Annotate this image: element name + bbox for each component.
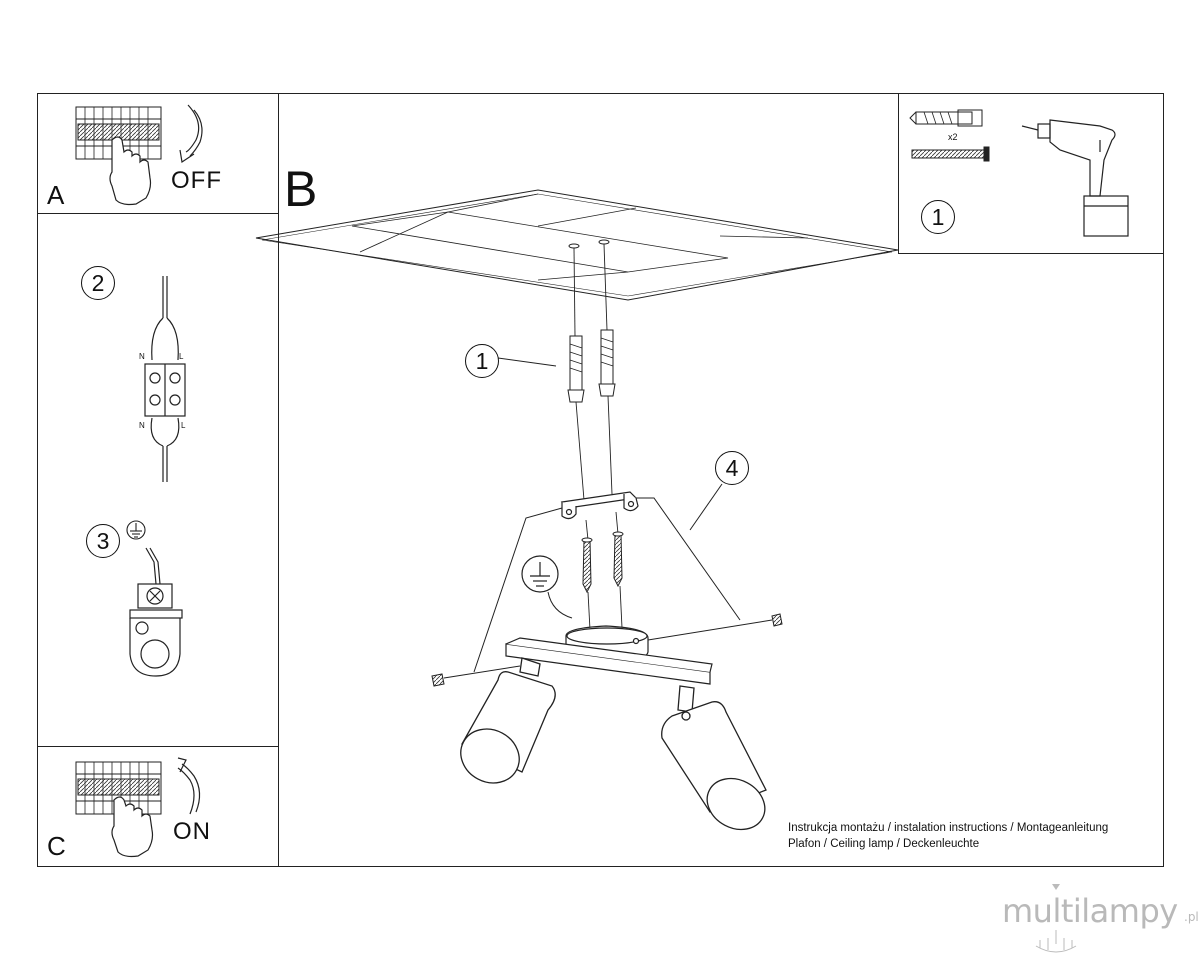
hardware-quantity: x2 [948,132,958,142]
drill-icon [1021,119,1129,237]
earth-symbol-icon [521,555,559,593]
callout-leaders [497,357,723,531]
panel-tools-frame [898,93,1164,254]
wall-plugs [567,329,616,403]
brand-chandelier-icon [1035,930,1077,953]
brand-name: multilampy [1002,892,1178,930]
ceiling-panel [255,189,899,301]
earth-wire [547,591,573,619]
wall-plug-icon [909,109,983,127]
earth-terminal-icon [129,547,183,677]
brand-tld: .pl [1184,910,1199,924]
curved-arrow-down-icon [179,104,203,164]
connector-wiring-icon [144,276,186,482]
side-screws [431,613,783,687]
brand-pendant-icon [1052,884,1060,890]
canopy-projection [473,497,741,673]
earth-symbol-small-icon [126,520,146,540]
screw-icon [911,146,990,162]
callout-earth: 3 [86,524,120,558]
curved-arrow-up-icon [177,757,201,815]
callout-dowels: 1 [465,344,499,378]
left-column-frame [37,93,279,867]
terminal-live-bottom: L [181,421,186,430]
panel-c-letter: C [47,831,66,861]
callout-wiring: 2 [81,266,115,300]
panel-c-action: ON [173,818,211,845]
mounting-bracket [560,491,639,520]
panel-a-letter: A [47,180,65,210]
footer-instructions: Instrukcja montażu / instalation instruc… [788,822,1109,834]
panel-a-action: OFF [171,167,222,194]
terminal-live-top: L [179,352,184,361]
callout-tools: 1 [921,200,955,234]
outer-frame [37,93,1164,867]
spotlight-right [661,685,767,831]
hand-a-icon [109,136,152,206]
lamp-bar [505,637,713,685]
spotlight-left [460,657,556,784]
hand-c-icon [111,796,154,858]
terminal-neutral-bottom: N [139,421,145,430]
terminal-neutral-top: N [139,352,145,361]
footer-product-type: Plafon / Ceiling lamp / Deckenleuchte [788,838,980,850]
alignment-guides [573,243,623,631]
callout-bracket: 4 [715,451,749,485]
mounting-screws [581,531,624,594]
panel-b-letter: B [284,161,318,217]
